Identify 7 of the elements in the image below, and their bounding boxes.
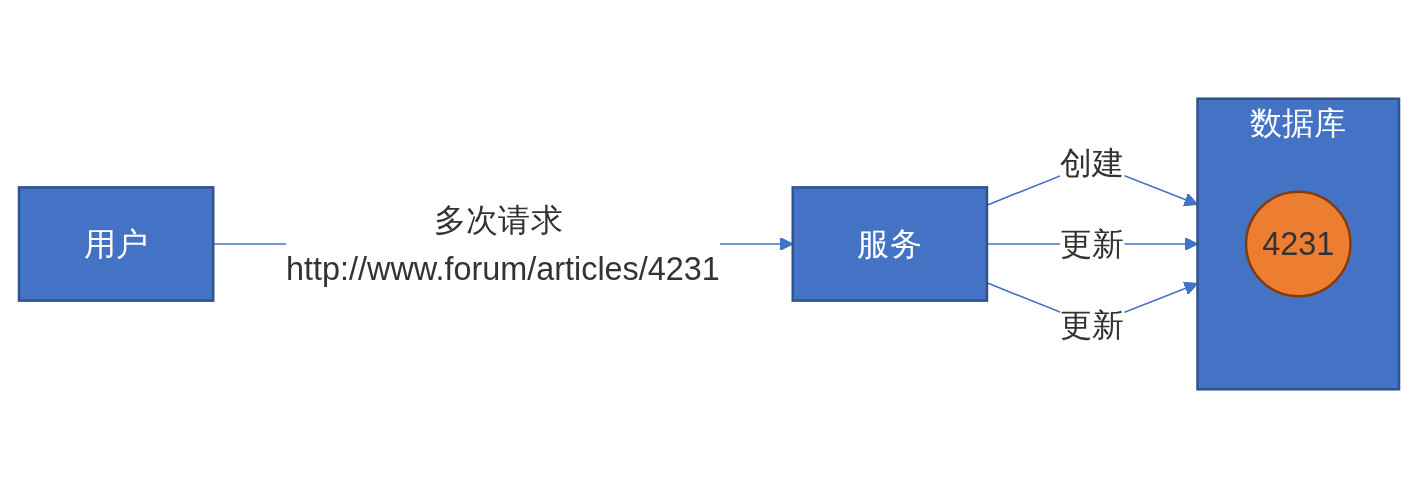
edge-label: 更新: [1059, 226, 1125, 262]
edge-label: 创建: [1059, 145, 1125, 181]
node-box: 用户: [17, 186, 215, 302]
edge-label: 更新: [1059, 307, 1125, 343]
node-box: 服务: [791, 186, 989, 302]
edge-label: 多次请求 http://www.forum/articles/4231: [286, 201, 720, 287]
node-circle: 4231: [1244, 190, 1352, 298]
